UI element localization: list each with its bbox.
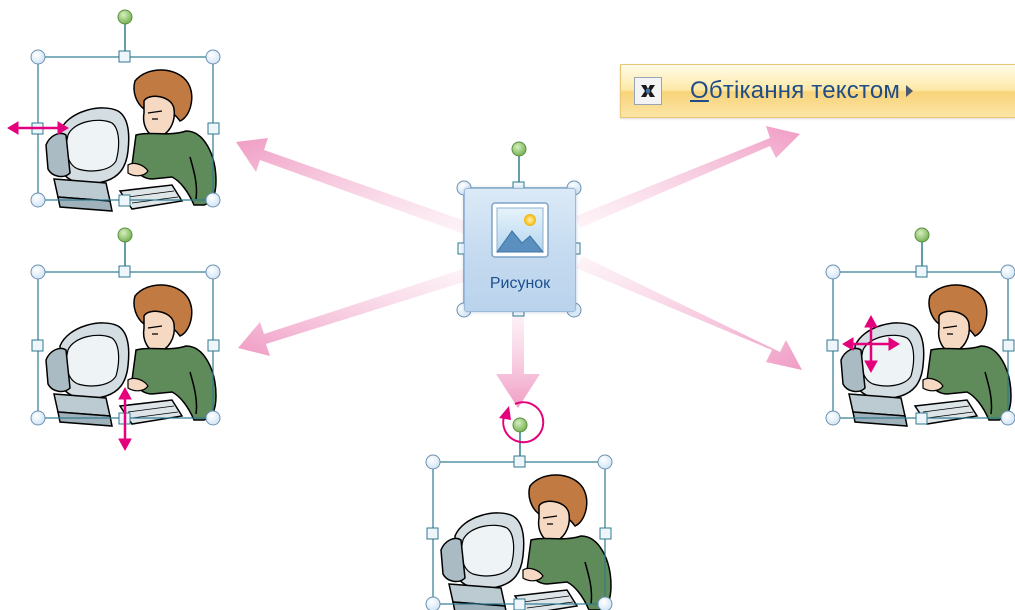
arrow-to-lower-right (576, 256, 802, 370)
arrow-to-upper-left (236, 138, 468, 234)
text-wrapping-label-access-key: О (690, 77, 709, 104)
picture-frame-move[interactable] (825, 227, 1015, 427)
picture-frame-resize-vertical[interactable] (30, 227, 221, 452)
picture-button[interactable]: Рисунок (464, 188, 576, 312)
arrow-down (496, 310, 540, 408)
arrow-to-lower-left (238, 268, 470, 356)
rotation-handle[interactable] (512, 417, 528, 433)
picture-frame-rotate[interactable] (425, 401, 613, 610)
text-wrapping-label-rest: бтікання текстом (708, 77, 901, 104)
rotation-handle[interactable] (914, 227, 930, 243)
picture-button-label: Рисунок (489, 275, 551, 292)
rotation-handle[interactable] (511, 141, 527, 157)
text-wrapping-button[interactable]: Обтікання текстом (620, 64, 1015, 118)
rotation-handle[interactable] (117, 9, 133, 25)
text-wrapping-label: Обтікання текстом (690, 77, 900, 105)
arrow-to-upper-right (576, 126, 800, 228)
move-icon (842, 314, 900, 374)
submenu-arrow-icon (906, 85, 914, 97)
picture-frame-resize-horizontal[interactable] (7, 9, 221, 212)
rotate-icon (499, 401, 545, 444)
horizontal-resize-icon (7, 121, 69, 135)
picture-icon (491, 202, 549, 258)
vertical-resize-icon (118, 386, 132, 452)
text-wrapping-icon (634, 77, 662, 105)
rotation-handle[interactable] (117, 227, 133, 243)
